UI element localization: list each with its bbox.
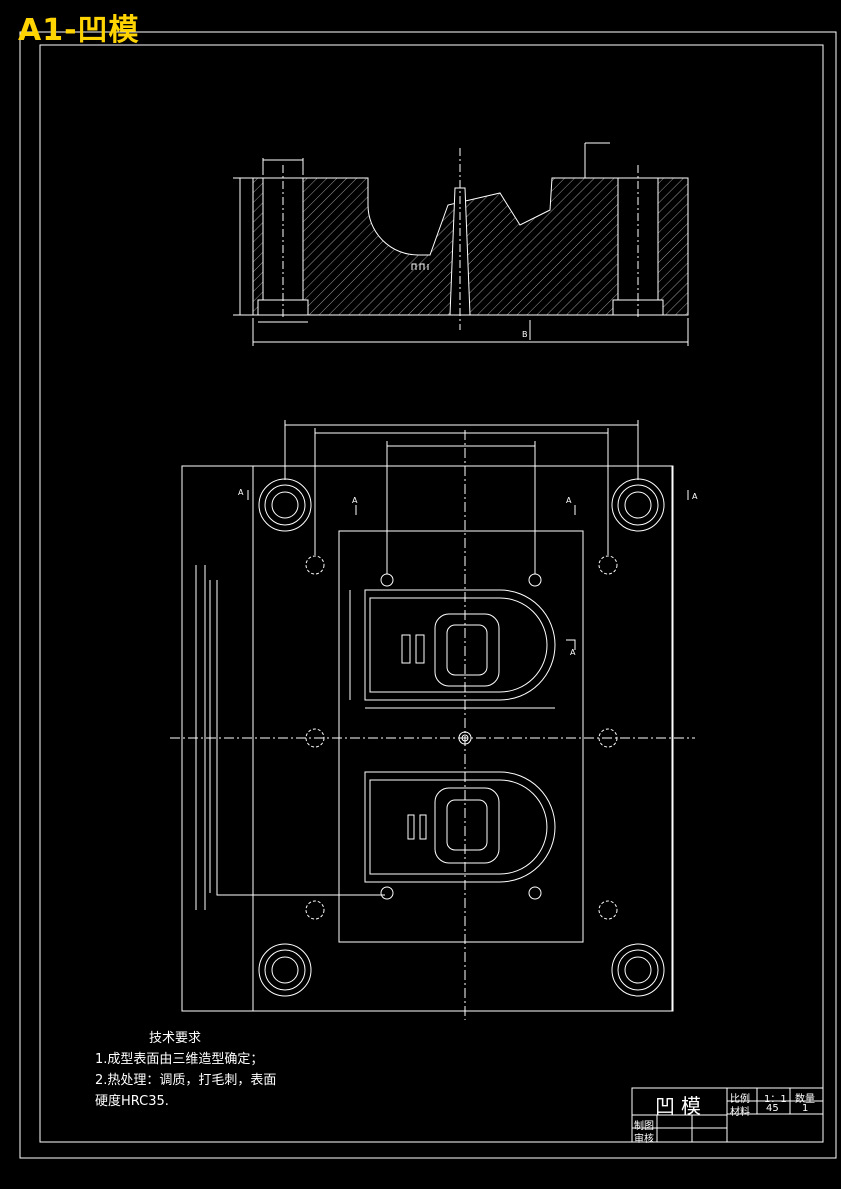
plan-view xyxy=(170,420,695,1020)
requirement-line: 1.成型表面由三维造型确定； xyxy=(95,1052,264,1067)
mold-plate xyxy=(252,465,674,1012)
checked-label: 审核 xyxy=(634,1134,654,1145)
requirements-heading: 技术要求 xyxy=(149,1031,202,1046)
section-mark-a: A xyxy=(238,488,244,497)
outer-border xyxy=(19,31,837,1159)
requirement-line: 2.热处理：调质，打毛刺，表面 xyxy=(95,1073,277,1088)
inner-border xyxy=(39,44,824,1143)
cavity-top xyxy=(364,589,556,701)
section-mark-a: A xyxy=(692,492,698,501)
scale-label: 比例 xyxy=(730,1094,750,1105)
insert-pocket xyxy=(338,530,584,943)
section-mark-b: B xyxy=(522,330,528,339)
section-mark-a: A xyxy=(352,496,358,505)
drawn-label: 制图 xyxy=(634,1121,654,1132)
cavity-bottom xyxy=(364,771,556,883)
guide-bushing-tr xyxy=(611,478,665,532)
guide-bushing-bl xyxy=(258,943,312,997)
section-view xyxy=(233,142,689,346)
section-mark-a: A xyxy=(570,648,576,657)
guide-bushing-br xyxy=(611,943,665,997)
quantity-label: 数量 xyxy=(795,1094,815,1105)
part-name: 凹模 xyxy=(655,1094,707,1118)
guide-bushing-tl xyxy=(258,478,312,532)
scale-value: 1：1 xyxy=(764,1094,787,1105)
material-value: 45 xyxy=(766,1103,779,1114)
sheet-title: A1-凹模 xyxy=(18,13,140,48)
requirement-line: 硬度HRC35. xyxy=(95,1094,169,1109)
technical-requirements: 技术要求 1.成型表面由三维造型确定； 2.热处理：调质，打毛刺，表面 硬度HR… xyxy=(95,1028,276,1112)
section-mark-a: A xyxy=(566,496,572,505)
material-label: 材料 xyxy=(730,1107,750,1118)
title-block xyxy=(631,1087,824,1143)
section-hatch-body xyxy=(252,177,689,316)
quantity-value: 1 xyxy=(802,1103,809,1114)
